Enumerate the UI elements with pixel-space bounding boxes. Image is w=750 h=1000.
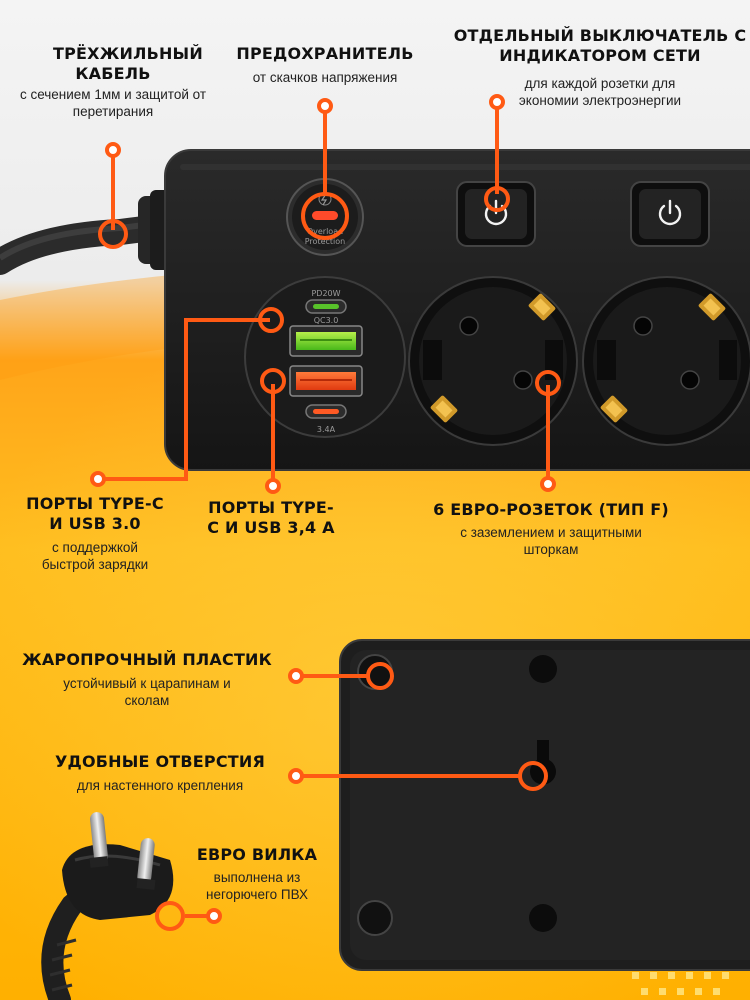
callout-holes-sub: для настенного крепления [76,778,244,793]
callout-fuse: ПРЕДОХРАНИТЕЛЬ от скачков напряжения [222,44,428,86]
type-c-port-1[interactable] [305,299,347,314]
callout-sockets: 6 ЕВРО-РОЗЕТОК (ТИП F) с заземлением и з… [418,500,684,558]
euro-socket-1[interactable] [408,276,578,446]
callout-fuse-sub: от скачков напряжения [252,70,398,85]
callout-fuse-title: ПРЕДОХРАНИТЕЛЬ [236,44,414,63]
callout-plug-title: ЕВРО ВИЛКА [196,845,318,864]
callout-ports-usb30-title: ПОРТЫ TYPE-C И USB 3.0 [26,494,164,533]
qc-label: QC3.0 [314,316,339,325]
switch-2[interactable] [630,181,710,247]
euro-socket-2[interactable] [582,276,750,446]
usb-34a-port[interactable] [289,365,363,397]
callout-sockets-title: 6 ЕВРО-РОЗЕТОК (ТИП F) [433,500,669,519]
euro-plug [41,812,174,1000]
callout-plug: ЕВРО ВИЛКА выполнена из негорючего ПВХ [190,845,324,903]
callout-ports-usb34-title: ПОРТЫ TYPE-C И USB 3,4 А [207,498,335,537]
callout-holes-title: УДОБНЫЕ ОТВЕРСТИЯ [55,752,265,771]
type-c-port-2[interactable] [305,404,347,419]
callout-switch-sub: для каждой розетки для экономии электроэ… [518,76,682,108]
callout-cable-sub: с сечением 1мм и защитой от перетирания [19,87,207,119]
callout-holes: УДОБНЫЕ ОТВЕРСТИЯ для настенного креплен… [40,752,280,794]
callout-plastic-sub: устойчивый к царапинам и сколам [63,676,231,708]
switch-1[interactable] [456,181,536,247]
callout-switch-title: ОТДЕЛЬНЫЙ ВЫКЛЮЧАТЕЛЬ С ИНДИКАТОРОМ СЕТИ [453,26,747,65]
overload-label-1: Overload [307,227,343,236]
usb-qc-port[interactable] [289,325,363,357]
callout-sockets-sub: с заземлением и защитными шторкам [460,525,642,557]
callout-plastic: ЖАРОПРОЧНЫЙ ПЛАСТИК устойчивый к царапин… [14,650,280,709]
callout-cable: ТРЁХЖИЛЬНЫЙ КАБЕЛЬ с сечением 1мм и защи… [0,44,226,120]
power-icon [658,199,682,226]
amp-label: 3.4A [317,425,336,434]
callout-ports-usb34: ПОРТЫ TYPE-C И USB 3,4 А [196,498,346,538]
pd-label: PD20W [311,289,340,298]
callout-lines [98,106,550,918]
callout-cable-title: ТРЁХЖИЛЬНЫЙ КАБЕЛЬ [53,44,203,83]
callout-markers [90,94,561,931]
callout-switch: ОТДЕЛЬНЫЙ ВЫКЛЮЧАТЕЛЬ С ИНДИКАТОРОМ СЕТИ… [450,26,750,109]
overload-label-2: Protection [305,237,345,246]
callout-plastic-title: ЖАРОПРОЧНЫЙ ПЛАСТИК [22,650,272,669]
callout-ports-usb30: ПОРТЫ TYPE-C И USB 3.0 с поддержкой быст… [10,494,180,573]
callout-ports-usb30-sub: с поддержкой быстрой зарядки [41,540,149,572]
power-strip-bottom [339,639,750,971]
callout-plug-sub: выполнена из негорючего ПВХ [206,870,308,902]
